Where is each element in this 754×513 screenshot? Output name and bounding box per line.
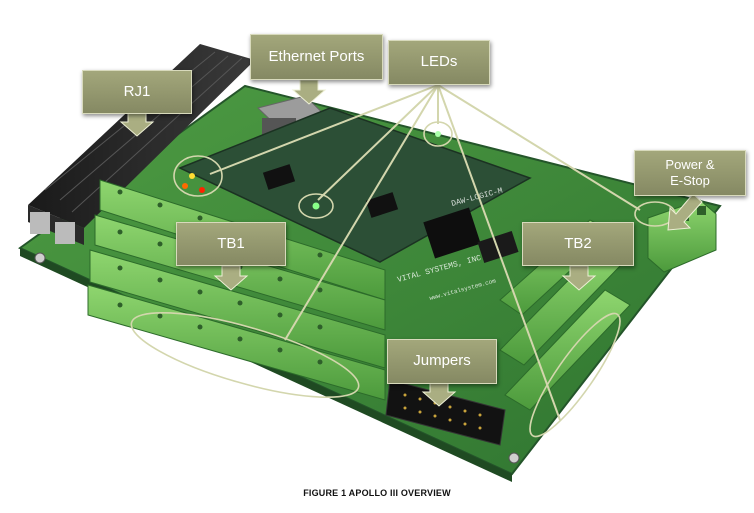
rj1-label: RJ1: [123, 82, 151, 100]
ethernet-ports-callout: Ethernet Ports: [250, 34, 383, 80]
jumpers-label: Jumpers: [413, 352, 471, 370]
figure-caption: FIGURE 1 APOLLO III OVERVIEW: [303, 488, 451, 498]
led-pointer-lines: [209, 84, 641, 421]
power-label: Power &: [665, 156, 715, 172]
power-estop-callout: Power & E-Stop: [634, 150, 746, 196]
tb2-label: TB2: [564, 234, 592, 252]
ethernet-ports-label: Ethernet Ports: [268, 47, 365, 65]
rj1-connector-block: [28, 44, 255, 245]
board-leds: [182, 131, 441, 210]
rj1-callout: RJ1: [82, 70, 192, 114]
tb1-label: TB1: [217, 234, 245, 252]
tb1-callout: TB1: [176, 222, 286, 266]
leds-label: LEDs: [420, 53, 458, 71]
mounting-holes: [34, 252, 520, 464]
tb2-callout: TB2: [522, 222, 634, 266]
leds-callout: LEDs: [388, 40, 490, 85]
jumpers-callout: Jumpers: [387, 339, 497, 384]
callout-arrows: [119, 79, 703, 407]
estop-label: E-Stop: [670, 173, 710, 188]
jumpers-header: [385, 379, 506, 446]
